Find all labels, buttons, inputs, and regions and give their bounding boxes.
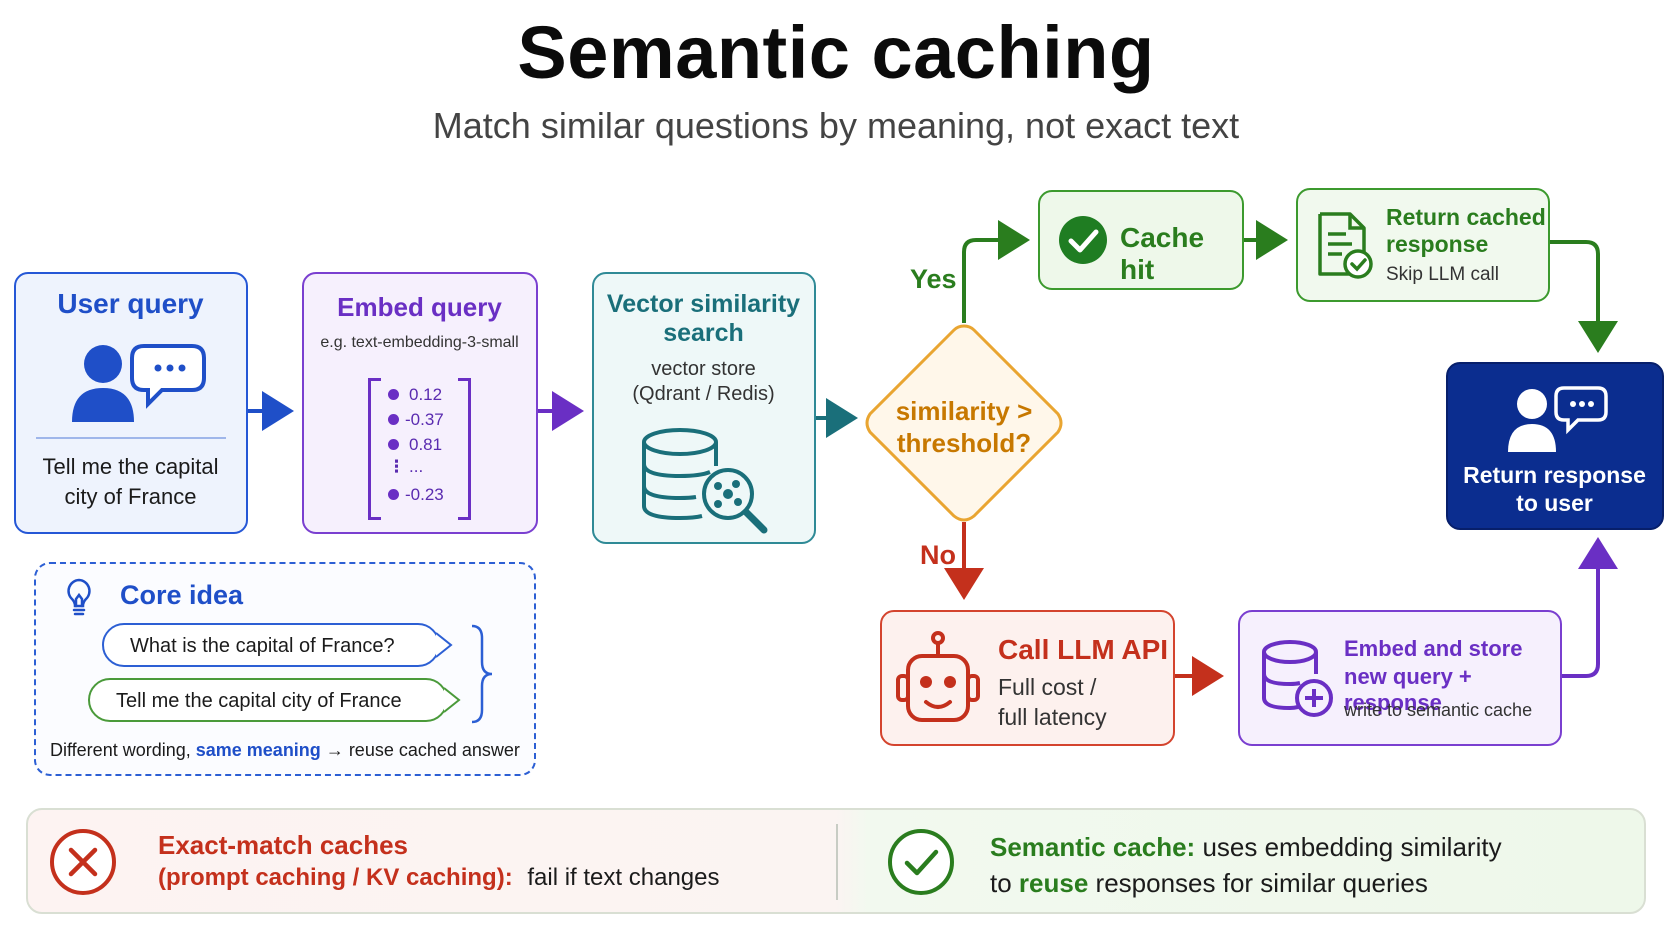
decision-diamond	[865, 324, 1063, 522]
exact-match-sub-red: (prompt caching / KV caching):	[158, 864, 513, 891]
bubble-tail	[444, 687, 461, 713]
question-bubble-1: What is the capital of France?	[102, 623, 440, 667]
return-cached-title-2: response	[1386, 231, 1489, 257]
embed-store-sub: write to semantic cache	[1344, 700, 1533, 720]
call-llm-heading: Call LLM API	[998, 634, 1169, 665]
cache-hit-box: Cache hit	[1038, 190, 1244, 290]
vector-dot	[388, 389, 399, 400]
user-query-box: User query Tell me the capital city of F…	[14, 272, 248, 534]
vector-bracket-left	[368, 378, 381, 520]
robot-icon	[896, 631, 980, 722]
vector-search-heading-1: Vector similarity	[606, 290, 801, 318]
arrow-yes-to-cache-hit	[962, 220, 1030, 323]
call-llm-box: Call LLM API Full cost / full latency	[880, 610, 1175, 746]
return-to-user-text-2: to user	[1516, 490, 1593, 516]
vector-row: 0.12	[388, 382, 468, 407]
return-to-user-text-1: Return response	[1463, 462, 1646, 488]
lightbulb-icon	[67, 578, 91, 616]
semantic-cache-line-1: Semantic cache: uses embedding similarit…	[990, 832, 1502, 863]
vector-dot	[388, 489, 399, 500]
return-cached-sub: Skip LLM call	[1386, 264, 1499, 285]
vector-row: -0.23	[388, 482, 468, 507]
core-idea-footer-text: → reuse cached answer	[320, 740, 520, 760]
core-idea-highlight: same meaning	[195, 740, 321, 760]
cache-hit-label: Cache hit	[1120, 222, 1205, 285]
user-query-divider	[36, 437, 226, 439]
embed-store-title-2: new query + response	[1344, 664, 1472, 715]
call-llm-sub-1: Full cost /	[998, 674, 1097, 700]
embed-query-box: Embed query e.g. text-embedding-3-small …	[302, 272, 538, 534]
vector-dot	[388, 439, 399, 450]
vector-ellipsis-dot: ⋮	[388, 457, 405, 476]
embed-query-heading: Embed query	[337, 292, 502, 322]
decision-text-1: similarity >	[895, 396, 1033, 426]
semantic-cache-text: responses for similar queries	[1088, 868, 1428, 898]
vector-values: 0.12 -0.37 0.81 ⋮... -0.23	[388, 382, 468, 507]
exact-match-title: Exact-match caches	[158, 830, 409, 860]
return-to-user-box: Return response to user	[1446, 362, 1664, 530]
vector-search-sub-1: vector store	[651, 358, 756, 380]
semantic-cache-label: Semantic cache:	[990, 832, 1196, 862]
user-query-text-1: Tell me the capital	[42, 454, 219, 479]
core-idea-footer-text: Different wording,	[50, 740, 196, 760]
checkmark-circle-icon	[1059, 216, 1107, 264]
database-search-icon	[642, 428, 768, 534]
vector-value: -0.37	[405, 410, 444, 429]
page-subtitle: Match similar questions by meaning, not …	[432, 105, 1240, 146]
user-chat-icon	[1508, 386, 1608, 452]
vector-value: ...	[409, 457, 424, 476]
semantic-cache-line-2: to reuse responses for similar queries	[990, 868, 1428, 899]
vector-dot	[388, 414, 399, 425]
vector-value: 0.81	[409, 435, 443, 454]
core-idea-footer: Different wording, same meaning → reuse …	[50, 740, 520, 761]
vector-search-box: Vector similarity search vector store (Q…	[592, 272, 816, 544]
vector-search-sub-2: (Qdrant / Redis)	[632, 383, 775, 405]
user-chat-icon	[72, 344, 206, 422]
return-cached-box: Return cached response Skip LLM call	[1296, 188, 1550, 302]
comparison-bar: Exact-match caches (prompt caching / KV …	[26, 808, 1646, 914]
decision-text-2: threshold?	[896, 428, 1032, 458]
embed-store-box: Embed and store new query + response wri…	[1238, 610, 1562, 746]
embed-model-label: e.g. text-embedding-3-small	[320, 334, 519, 351]
checkmark-circle-icon	[888, 829, 954, 895]
vector-row: 0.81	[388, 432, 468, 457]
core-idea-box: Core idea What is the capital of France?…	[34, 562, 536, 776]
vector-bracket-right	[458, 378, 471, 520]
yes-label: Yes	[910, 264, 957, 294]
grouping-brace	[471, 624, 493, 724]
no-label: No	[920, 540, 956, 570]
cross-circle-icon	[50, 829, 116, 895]
call-llm-sub-2: full latency	[998, 704, 1107, 730]
arrow-return-cached-to-user	[1550, 240, 1618, 353]
vector-row: ⋮...	[388, 457, 468, 482]
bubble-tail	[436, 632, 453, 658]
user-query-text-2: city of France	[64, 484, 197, 509]
arrow-store-to-user	[1562, 537, 1618, 678]
return-cached-title-1: Return cached	[1386, 204, 1546, 230]
comparison-divider	[836, 824, 838, 900]
question-bubble-2: Tell me the capital city of France	[88, 678, 448, 722]
semantic-cache-text: uses embedding similarity	[1195, 832, 1502, 862]
exact-match-sub-rest: fail if text changes	[527, 864, 720, 891]
vector-search-heading-2: search	[663, 319, 744, 347]
exact-match-sub: (prompt caching / KV caching): fail if t…	[158, 864, 719, 892]
vector-value: 0.12	[409, 385, 443, 404]
database-add-icon	[1262, 640, 1333, 717]
vector-row: -0.37	[388, 407, 468, 432]
semantic-cache-text: to	[990, 868, 1019, 898]
embed-store-title-1: Embed and store	[1344, 636, 1523, 661]
document-check-icon	[1318, 212, 1373, 279]
vector-value: -0.23	[405, 485, 444, 504]
core-idea-heading: Core idea	[120, 580, 244, 610]
page-title: Semantic caching	[517, 11, 1155, 94]
semantic-cache-reuse: reuse	[1018, 868, 1089, 898]
user-query-heading: User query	[57, 288, 204, 319]
